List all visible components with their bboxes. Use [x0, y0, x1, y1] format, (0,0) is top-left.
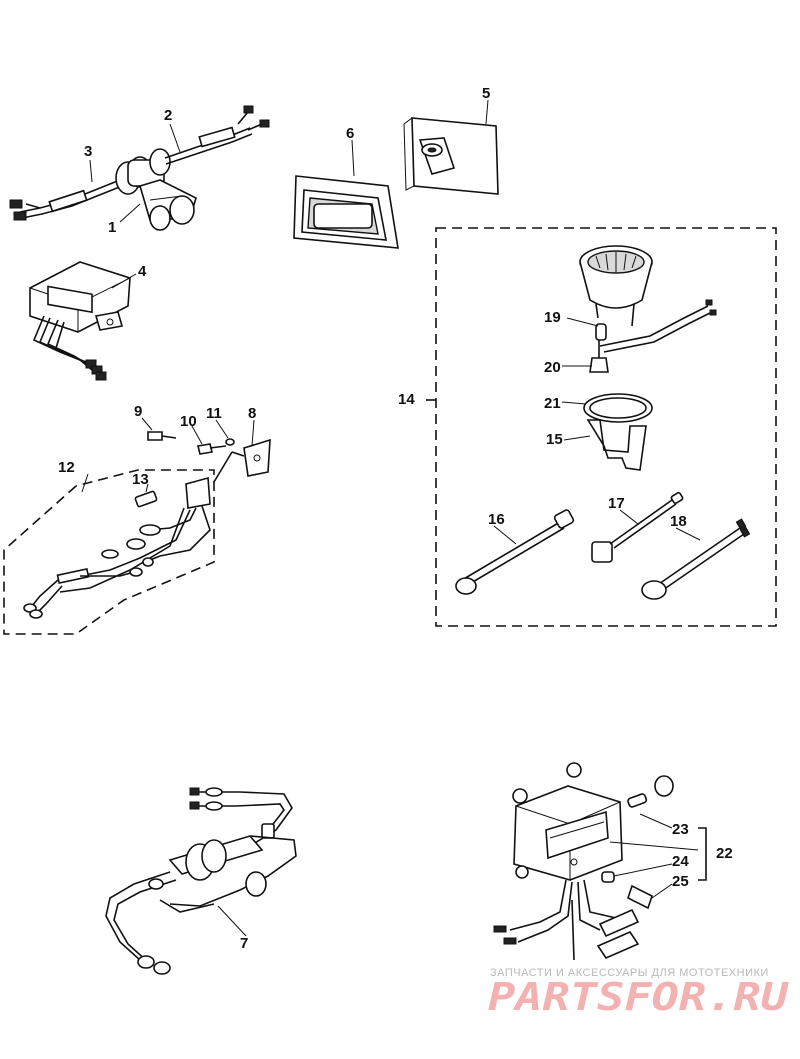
callout-1: 1	[108, 219, 116, 236]
callout-10: 10	[180, 413, 197, 430]
callout-16: 16	[488, 511, 505, 528]
watermark-brand: PARTSFOR.RU	[488, 975, 789, 1019]
callout-13: 13	[132, 471, 149, 488]
callout-2: 2	[164, 107, 172, 124]
part-module-4	[29, 261, 131, 381]
callout-9: 9	[134, 403, 142, 420]
watermark: ЗАПЧАСТИ И АКСЕССУАРЫ ДЛЯ МОТОТЕХНИКИ PA…	[488, 967, 789, 1019]
callout-25: 25	[672, 873, 689, 890]
callout-8: 8	[248, 405, 256, 422]
callout-15: 15	[546, 431, 563, 448]
callout-23: 23	[672, 821, 689, 838]
callout-24: 24	[672, 853, 689, 870]
part-harness-7	[105, 787, 297, 975]
callout-18: 18	[670, 513, 687, 530]
part-frame-6	[293, 175, 399, 249]
callout-5: 5	[482, 85, 490, 102]
part-group-14	[426, 227, 777, 627]
callout-11: 11	[206, 405, 222, 422]
part-module-22	[493, 762, 707, 961]
callout-14: 14	[398, 391, 415, 408]
callout-4: 4	[138, 263, 147, 280]
callout-labels: 1 2 3 4 5 6 7 8 9 10 11 12 13 14 15 16 1…	[58, 85, 733, 952]
watermark-tagline: ЗАПЧАСТИ И АКСЕССУАРЫ ДЛЯ МОТОТЕХНИКИ	[490, 967, 769, 979]
callout-17: 17	[608, 495, 625, 512]
callout-6: 6	[346, 125, 354, 142]
part-plate-5	[403, 117, 499, 195]
callout-20: 20	[544, 359, 561, 376]
leader-lines	[81, 99, 701, 937]
part-harness-1-2-3	[9, 105, 270, 231]
callout-21: 21	[544, 395, 561, 412]
callout-12: 12	[58, 459, 75, 476]
part-group-8-13	[3, 431, 271, 635]
callout-22: 22	[716, 845, 733, 862]
callout-7: 7	[240, 935, 248, 952]
callout-19: 19	[544, 309, 561, 326]
callout-3: 3	[84, 143, 92, 160]
